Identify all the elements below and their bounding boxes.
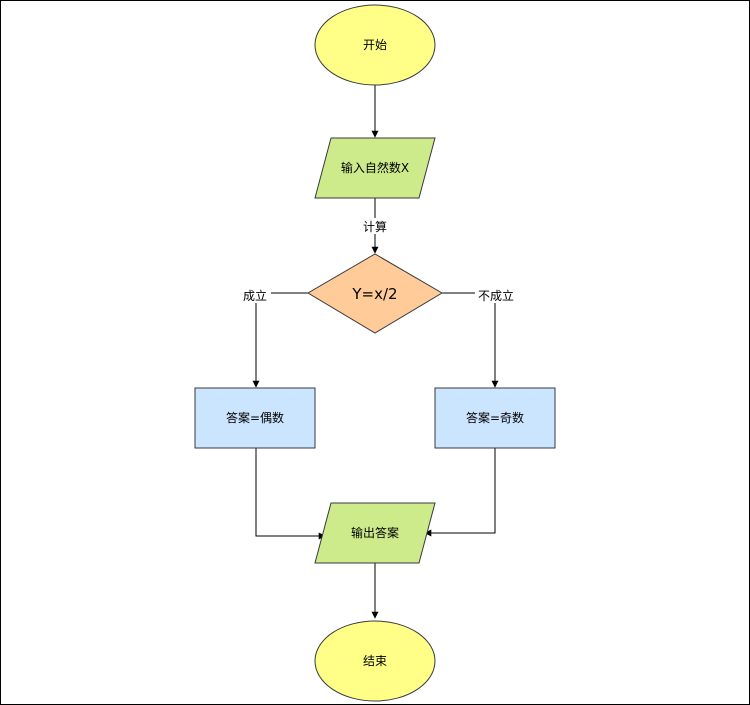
node-decision-label: Y=x/2 <box>351 285 397 303</box>
node-input-label: 输入自然数X <box>341 160 409 175</box>
edge-odd-to-output <box>424 448 496 537</box>
node-output-label: 输出答案 <box>351 525 399 540</box>
edge-label-bg <box>239 287 271 303</box>
node-odd: 答案=奇数 <box>434 387 556 449</box>
node-even: 答案=偶数 <box>194 387 316 449</box>
node-end: 结束 <box>314 620 436 702</box>
node-decision: Y=x/2 <box>307 253 443 334</box>
node-input: 输入自然数X <box>314 137 436 199</box>
node-output: 输出答案 <box>314 502 436 564</box>
node-even-label: 答案=偶数 <box>226 410 284 425</box>
edge-label-false: 不成立 <box>478 288 514 303</box>
node-start-label: 开始 <box>363 38 387 52</box>
edge-label-bg <box>475 287 517 303</box>
edge-label-true: 成立 <box>243 288 267 303</box>
edge-even-to-output <box>255 448 326 540</box>
edge-label-compute: 计算 <box>363 219 387 234</box>
edge-decision-to-even <box>252 292 308 388</box>
node-odd-label: 答案=奇数 <box>466 410 524 425</box>
edge-label-bg <box>359 218 391 234</box>
edge-decision-to-odd <box>442 292 499 388</box>
node-start: 开始 <box>314 4 436 86</box>
node-end-label: 结束 <box>363 654 387 668</box>
